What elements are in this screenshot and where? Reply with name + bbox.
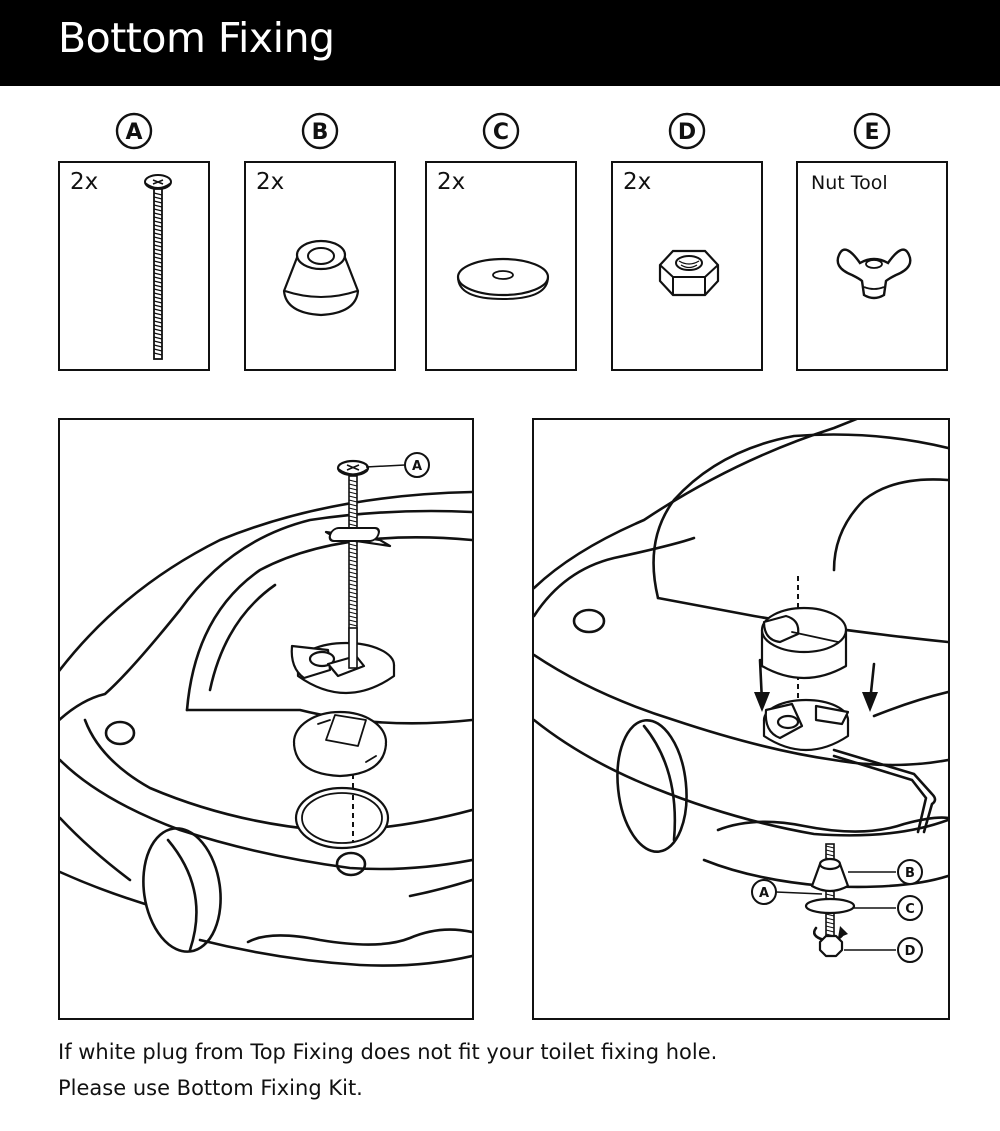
callout-c: C bbox=[897, 895, 923, 921]
part-box: 2x bbox=[611, 161, 763, 371]
part-box: 2x bbox=[425, 161, 577, 371]
part-d: D 2x bbox=[611, 112, 763, 371]
svg-text:E: E bbox=[864, 120, 879, 145]
page-title: Bottom Fixing bbox=[58, 14, 335, 62]
part-letter-badge: C bbox=[482, 112, 520, 150]
toilet-pan-bottom-diagram: B A C D bbox=[534, 420, 948, 963]
part-a: A 2x bbox=[58, 112, 210, 371]
diagram-right-panel: B A C D bbox=[532, 418, 950, 1020]
flat-washer-icon bbox=[456, 257, 550, 301]
part-e: E Nut Tool bbox=[796, 112, 948, 371]
caption-line-2: Please use Bottom Fixing Kit. bbox=[58, 1076, 363, 1100]
diagram-left-panel: A bbox=[58, 418, 474, 1020]
svg-text:C: C bbox=[905, 902, 915, 917]
part-letter-badge: D bbox=[668, 112, 706, 150]
svg-text:D: D bbox=[678, 120, 696, 145]
svg-text:C: C bbox=[493, 120, 509, 145]
svg-text:A: A bbox=[125, 120, 142, 145]
bolt-icon bbox=[144, 174, 172, 360]
svg-text:D: D bbox=[905, 944, 916, 959]
part-quantity: 2x bbox=[437, 169, 466, 195]
svg-text:A: A bbox=[412, 459, 422, 474]
part-letter-badge: B bbox=[301, 112, 339, 150]
callout-a: A bbox=[751, 879, 777, 905]
part-tool-label: Nut Tool bbox=[811, 172, 888, 194]
part-quantity: 2x bbox=[623, 169, 652, 195]
part-b: B 2x bbox=[244, 112, 396, 371]
cone-washer-icon bbox=[282, 239, 360, 317]
part-letter-badge: A bbox=[115, 112, 153, 150]
caption-line-1: If white plug from Top Fixing does not f… bbox=[58, 1040, 718, 1064]
svg-text:B: B bbox=[312, 120, 329, 145]
part-box: Nut Tool bbox=[796, 161, 948, 371]
part-quantity: 2x bbox=[256, 169, 285, 195]
hex-nut-icon bbox=[658, 249, 720, 297]
part-box: 2x bbox=[244, 161, 396, 371]
svg-text:A: A bbox=[759, 886, 769, 901]
callout-d: D bbox=[897, 937, 923, 963]
wing-nut-tool-icon bbox=[836, 248, 912, 300]
part-box: 2x bbox=[58, 161, 210, 371]
callout-b: B bbox=[897, 859, 923, 885]
part-letter-badge: E bbox=[853, 112, 891, 150]
part-c: C 2x bbox=[425, 112, 577, 371]
header-bar: Bottom Fixing bbox=[0, 0, 1000, 86]
svg-text:B: B bbox=[905, 866, 915, 881]
part-quantity: 2x bbox=[70, 169, 99, 195]
toilet-pan-top-diagram: A bbox=[60, 452, 472, 967]
callout-a: A bbox=[404, 452, 430, 478]
